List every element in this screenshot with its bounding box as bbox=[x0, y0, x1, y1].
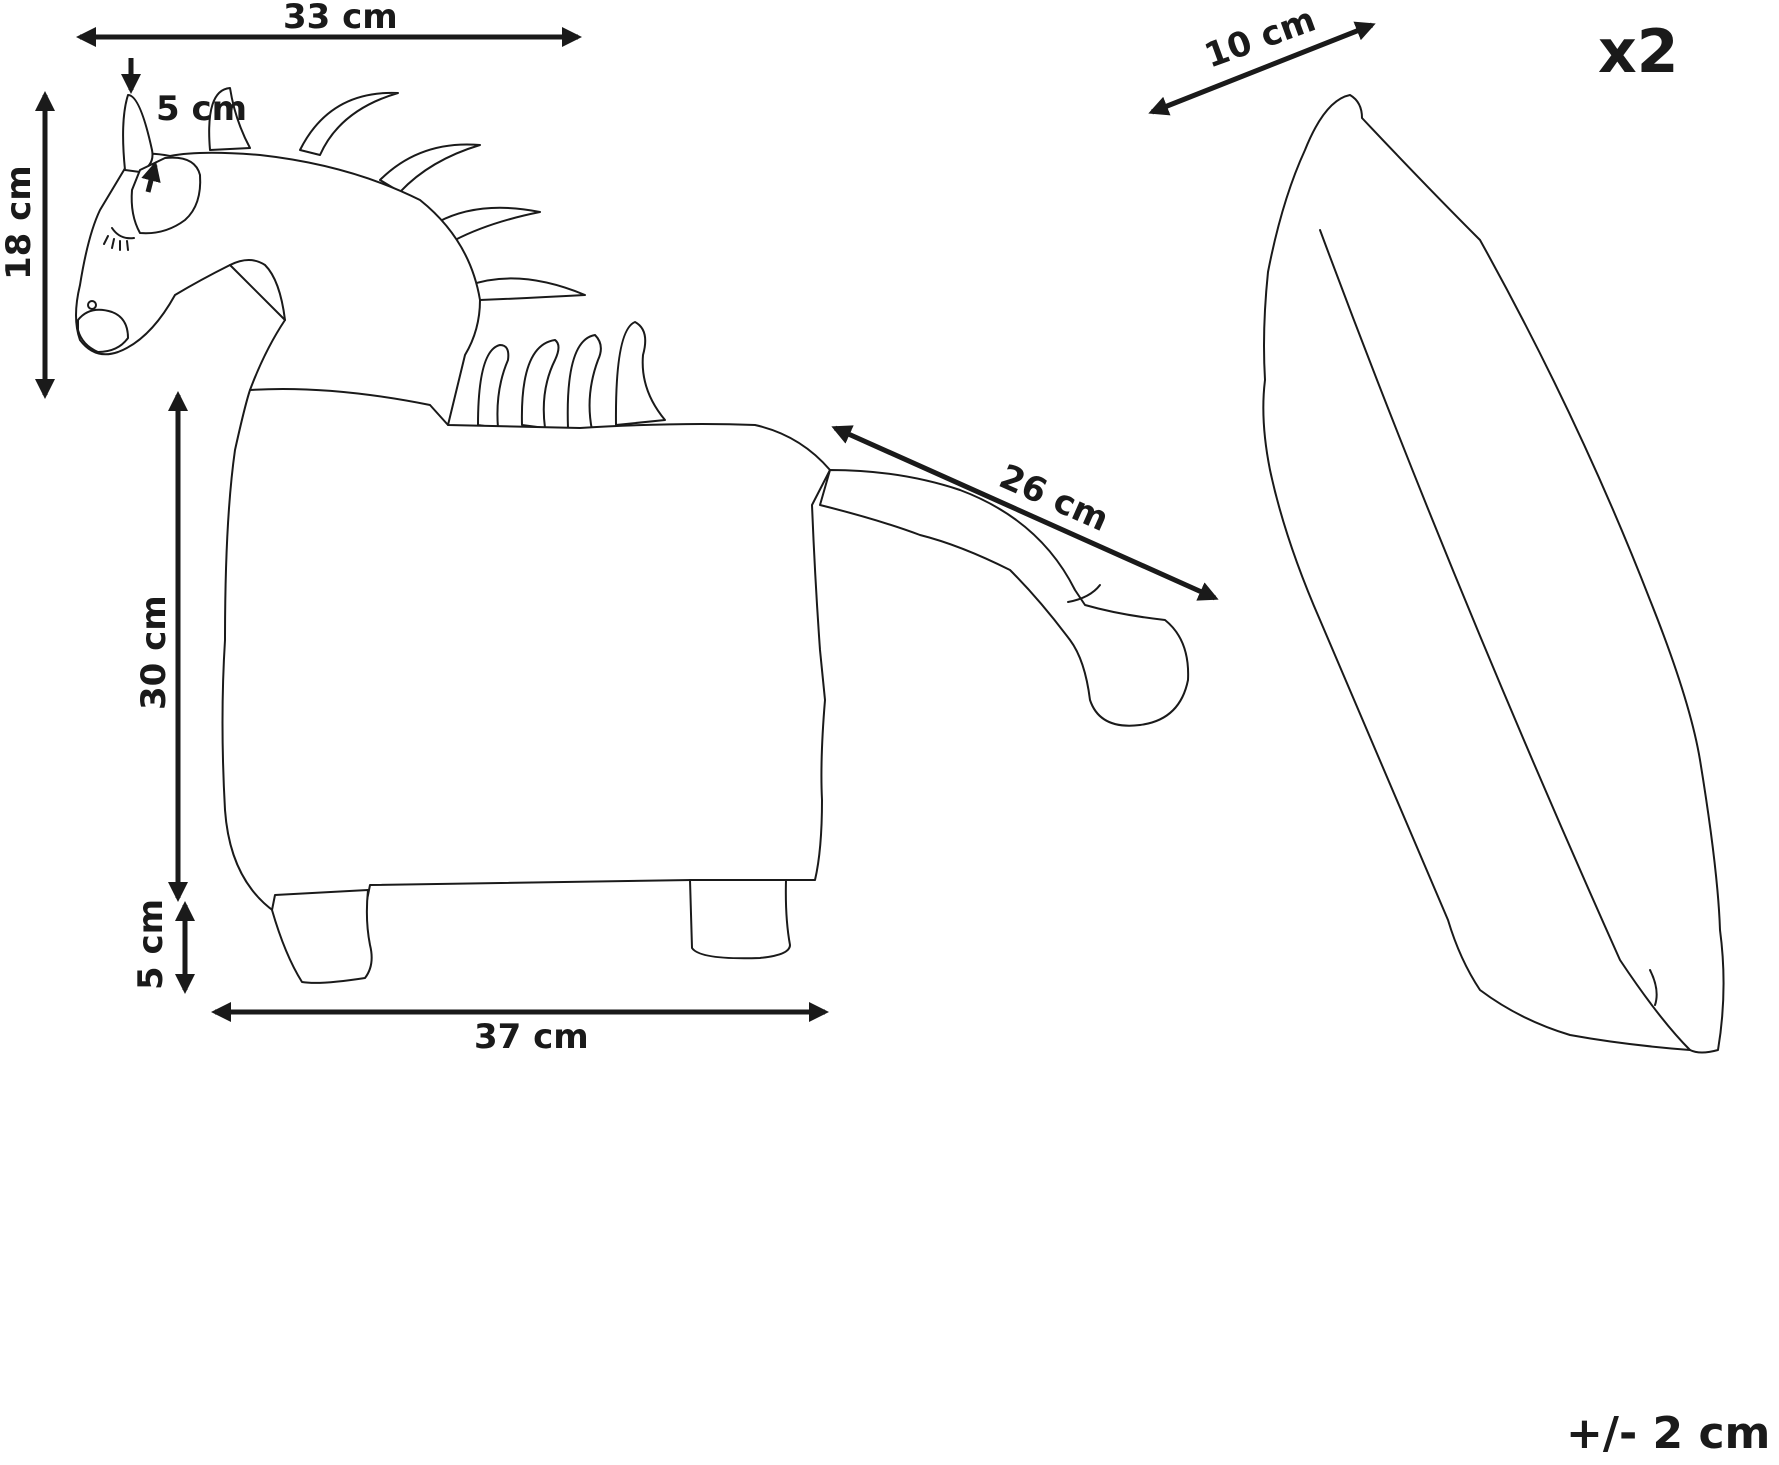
mane-spike bbox=[469, 277, 586, 301]
label-width-top: 33 cm bbox=[283, 0, 398, 37]
mane-spike bbox=[437, 206, 541, 241]
mane-spike bbox=[299, 91, 399, 156]
label-head-height: 18 cm bbox=[0, 165, 39, 280]
label-cushion-depth: 10 cm bbox=[1199, 0, 1320, 76]
muzzle bbox=[77, 308, 129, 353]
cushion-corner bbox=[1649, 969, 1658, 1006]
arrow-ear-up bbox=[141, 161, 161, 193]
arrow-neck-length bbox=[831, 425, 1219, 601]
mane-spike bbox=[566, 334, 602, 431]
eyelashes bbox=[103, 227, 135, 251]
label-tolerance: +/- 2 cm bbox=[1566, 1408, 1770, 1459]
mane-spike bbox=[520, 339, 560, 429]
front-leg bbox=[271, 889, 373, 984]
mane-spike bbox=[477, 344, 510, 429]
cushion-outline bbox=[1262, 94, 1725, 1054]
label-body-length: 37 cm bbox=[474, 1017, 589, 1057]
mane-spike bbox=[208, 87, 251, 151]
mane-spike bbox=[614, 321, 666, 426]
arrow-cushion-depth bbox=[1148, 21, 1376, 116]
back-leg bbox=[689, 879, 791, 960]
ear bbox=[122, 94, 154, 173]
horse-outline bbox=[75, 87, 1190, 984]
head-right bbox=[819, 469, 1190, 727]
label-body-height: 30 cm bbox=[134, 595, 174, 710]
mane-spike bbox=[379, 143, 481, 193]
cushion bbox=[1262, 94, 1725, 1054]
label-quantity: x2 bbox=[1598, 17, 1678, 87]
nostril bbox=[87, 300, 97, 310]
label-leg-height: 5 cm bbox=[131, 899, 171, 990]
horse-body bbox=[75, 151, 831, 913]
label-ear: 5 cm bbox=[156, 89, 247, 129]
dimension-arrows bbox=[35, 21, 1376, 1022]
collar-line bbox=[249, 388, 449, 426]
neck-line bbox=[229, 259, 286, 321]
cushion-seam bbox=[1319, 229, 1691, 1051]
